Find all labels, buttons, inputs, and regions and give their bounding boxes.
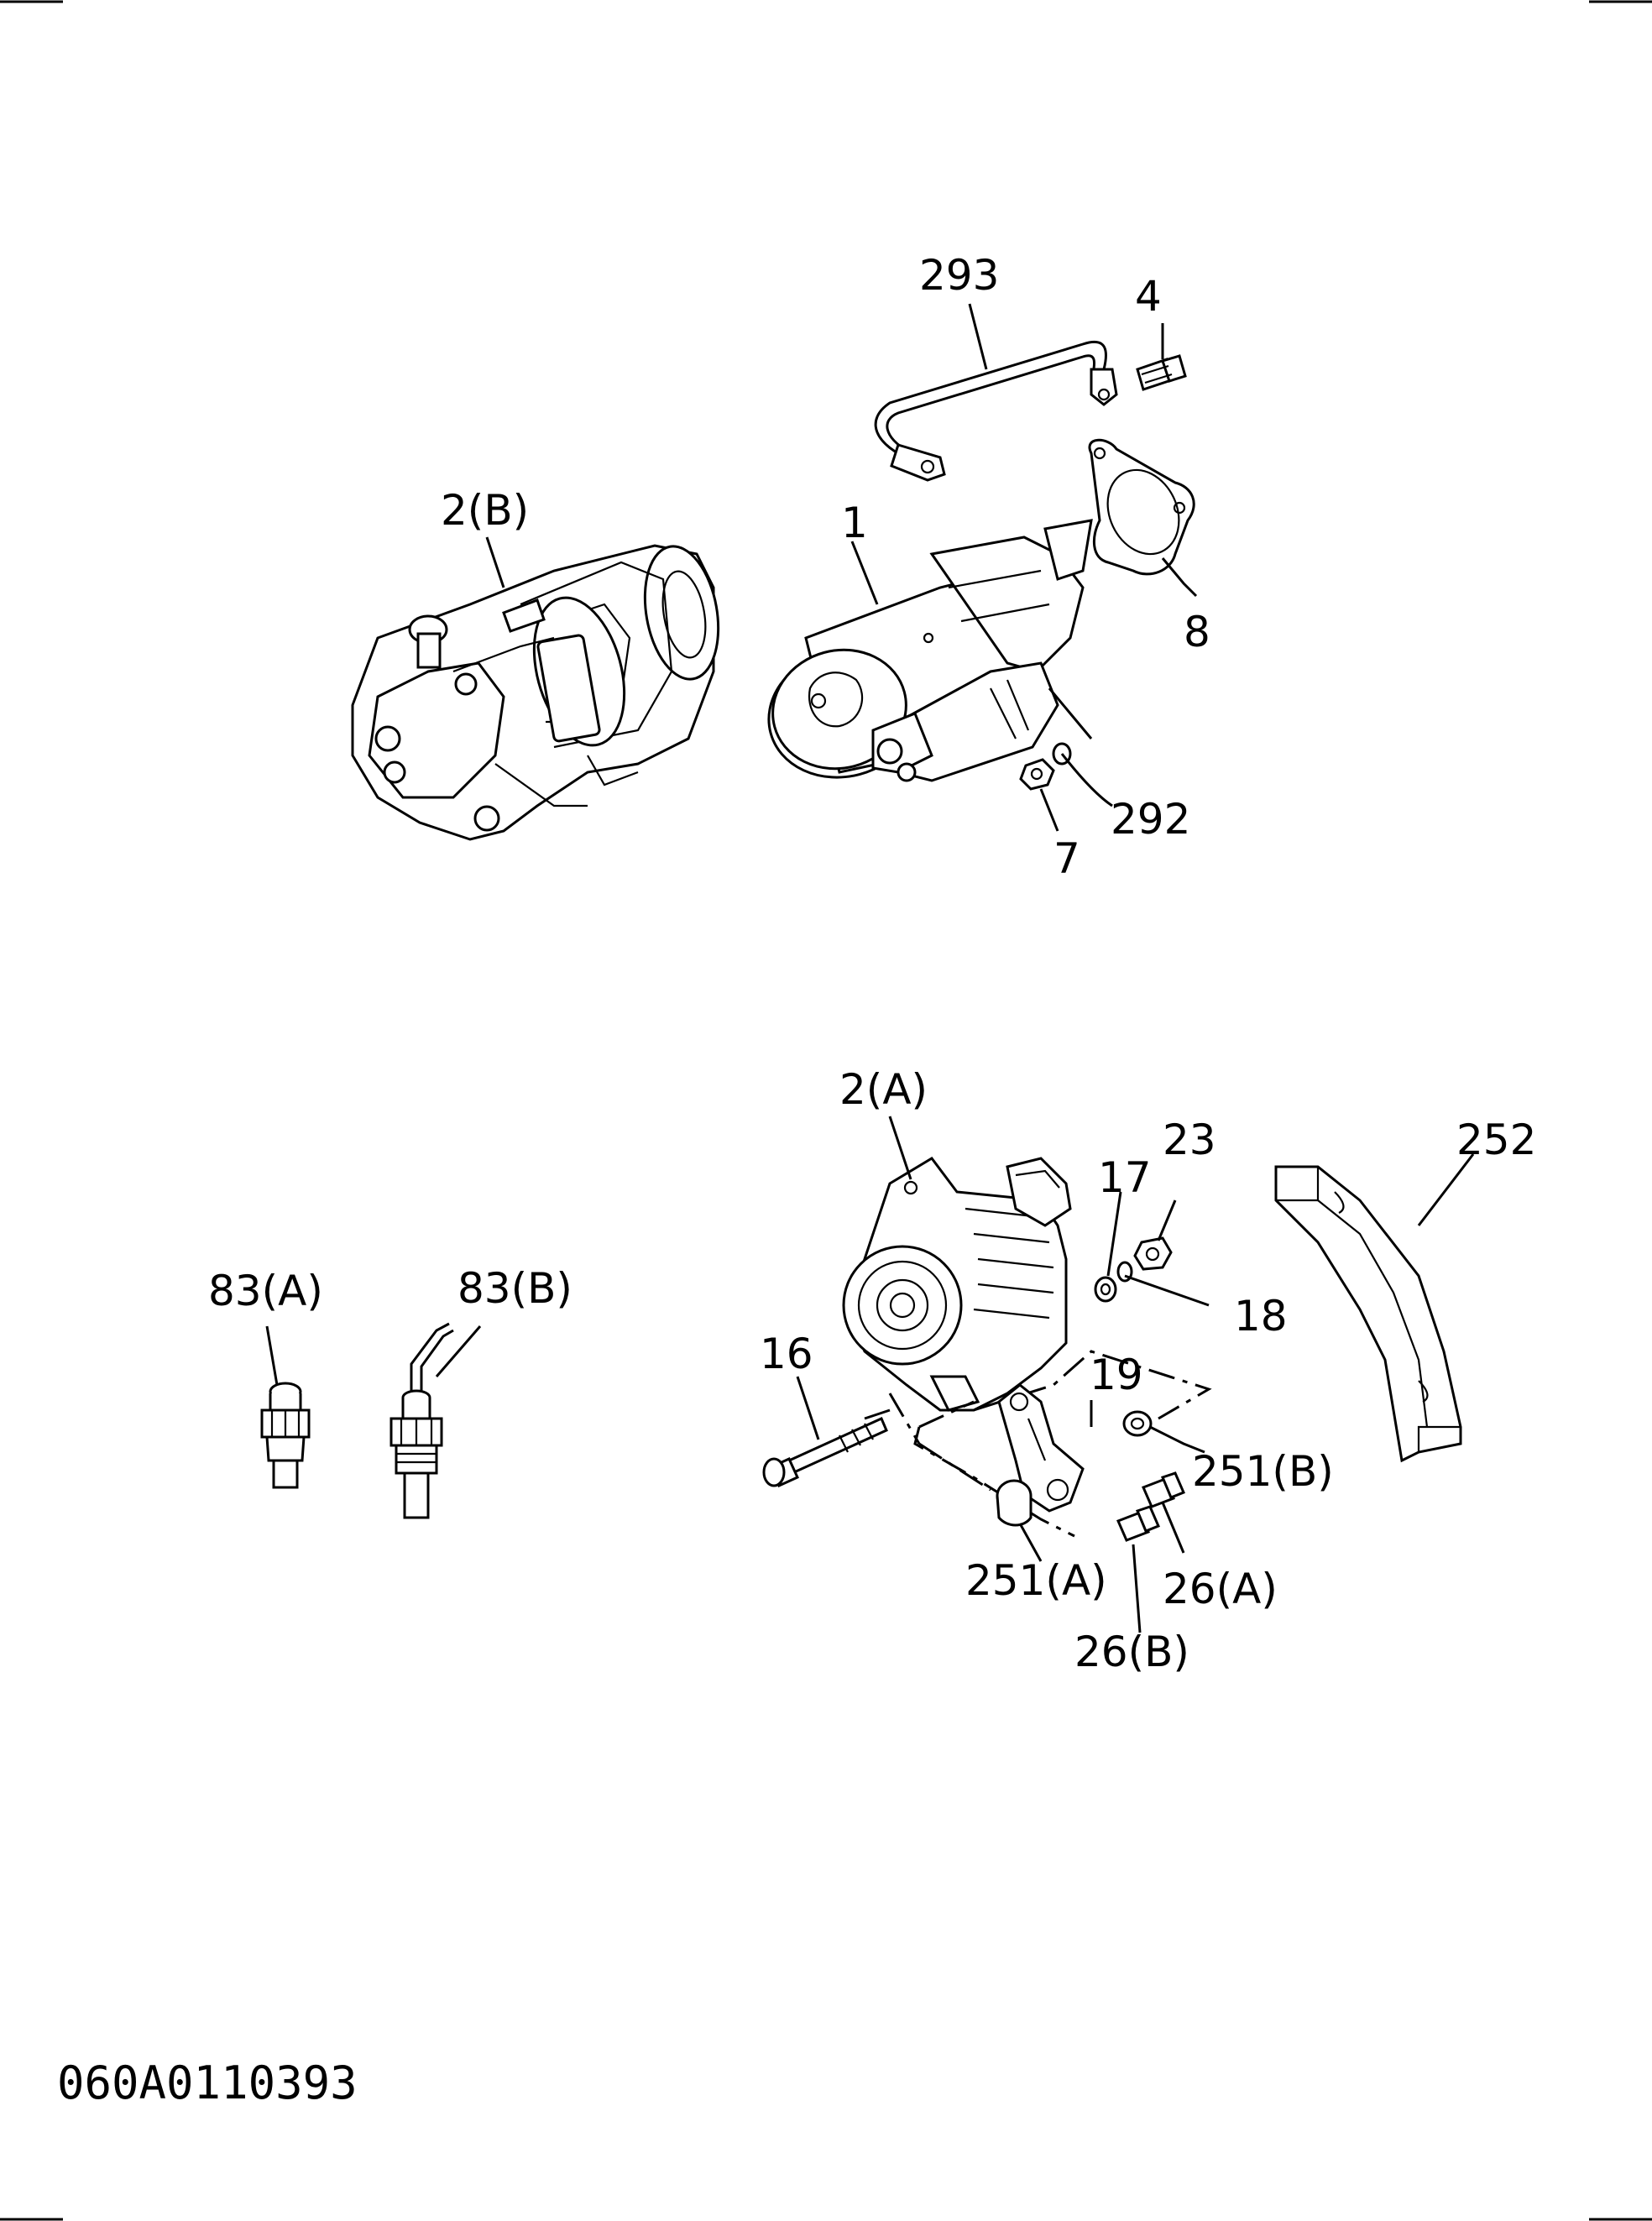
part-1-starter [767, 519, 1093, 782]
callout-292: 292 [1111, 795, 1190, 844]
callout-19: 19 [1090, 1351, 1143, 1399]
part-83b-sensor [389, 1322, 454, 1519]
callout-26a: 26(A) [1163, 1565, 1278, 1613]
callout-18: 18 [1234, 1292, 1288, 1340]
leader-lines [265, 303, 1475, 1633]
callout-17: 17 [1098, 1153, 1152, 1202]
part-251b-spacer [1122, 1410, 1153, 1437]
callout-16: 16 [760, 1330, 813, 1378]
part-19-bracket [997, 1383, 1085, 1513]
callout-23: 23 [1163, 1116, 1216, 1164]
part-17-washer [1094, 1276, 1117, 1303]
part-4-bolt [1136, 354, 1187, 391]
callout-251a: 251(A) [965, 1556, 1107, 1605]
part-83a-sensor [260, 1382, 311, 1489]
drawing-code: 060A0110393 [57, 2056, 358, 2109]
callout-1: 1 [841, 499, 868, 547]
callout-8: 8 [1184, 608, 1210, 656]
callout-252: 252 [1456, 1116, 1536, 1164]
part-26b-bolt [1116, 1505, 1160, 1542]
callout-83a: 83(A) [208, 1267, 323, 1315]
part-293-cable [874, 340, 1118, 482]
part-7-nut [1019, 758, 1055, 791]
part-16-bolt [762, 1417, 888, 1487]
part-2a-alternator [842, 1157, 1072, 1412]
part-252-plate [1274, 1165, 1462, 1463]
part-251a-spacer [996, 1479, 1032, 1527]
callout-26b: 26(B) [1074, 1628, 1189, 1676]
part-26a-bolt [1142, 1471, 1185, 1508]
callout-2a: 2(A) [839, 1065, 928, 1114]
callout-labels: 293 4 2(B) 1 8 292 7 2(A) 23 17 252 83(A… [208, 251, 1536, 1676]
callout-83b: 83(B) [457, 1264, 572, 1313]
callout-7: 7 [1053, 834, 1080, 883]
callout-2b: 2(B) [441, 486, 529, 535]
part-23-nut [1133, 1236, 1173, 1271]
callout-4: 4 [1135, 272, 1162, 321]
callout-293: 293 [919, 251, 999, 300]
part-2b-alternator [351, 544, 720, 841]
part-8-gasket [1088, 438, 1195, 576]
callout-251b: 251(B) [1192, 1447, 1334, 1496]
